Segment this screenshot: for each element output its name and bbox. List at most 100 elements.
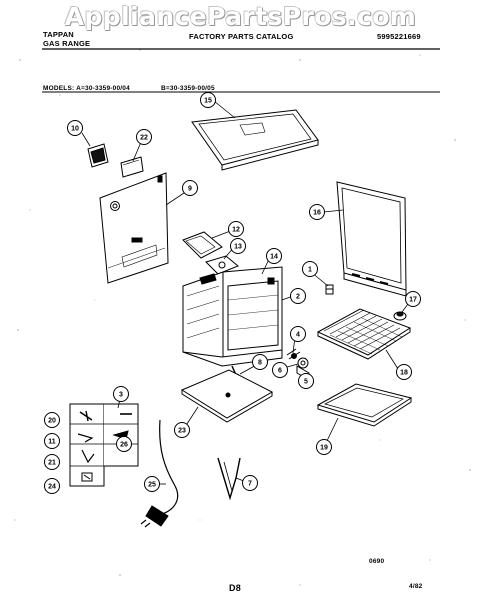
callout-label: 13: [234, 244, 242, 251]
callout-circle: [228, 221, 244, 237]
callout-label: 9: [188, 186, 192, 193]
callout-21: 21: [44, 454, 60, 470]
callout-23: 23: [174, 422, 190, 438]
callout-circle: [116, 436, 132, 452]
callout-label: 6: [278, 368, 282, 375]
callout-label: 26: [120, 442, 128, 449]
callout-18: 18: [396, 364, 412, 380]
models-b: B=30-3359-00/05: [161, 85, 215, 92]
callout-6: 6: [272, 362, 288, 378]
bottom-panel: [180, 369, 274, 423]
callout-label: 16: [313, 210, 321, 217]
callout-label: 5: [304, 379, 308, 386]
callout-19: 19: [316, 439, 332, 455]
page-label: D8: [229, 583, 241, 593]
callout-label: 12: [232, 227, 240, 234]
bracket-clip: [87, 143, 109, 168]
orifice-fitting: [325, 284, 334, 295]
callout-22: 22: [136, 129, 152, 145]
callout-circle: [44, 433, 60, 449]
callout-circle: [136, 129, 152, 145]
callout-circle: [174, 422, 190, 438]
callout-11: 11: [44, 433, 60, 449]
callout-15: 15: [200, 92, 216, 108]
callout-14: 14: [266, 248, 282, 264]
callout-circle: [144, 476, 160, 492]
callout-label: 10: [71, 126, 79, 133]
callout-7: 7: [242, 475, 258, 491]
callout-label: 15: [204, 98, 212, 105]
brand-line-2: GAS RANGE: [43, 39, 91, 48]
callout-2: 2: [290, 288, 306, 304]
callout-circle: [44, 412, 60, 428]
callout-12: 12: [228, 221, 244, 237]
callout-label: 7: [248, 481, 252, 488]
callout-label: 8: [258, 360, 262, 367]
callout-circle: [44, 454, 60, 470]
callout-circle: [242, 475, 258, 491]
callout-label: 4: [296, 332, 300, 339]
callout-circle: [302, 261, 318, 277]
callout-label: 20: [48, 418, 56, 425]
burner-grate: [182, 231, 223, 259]
callout-circle: [230, 238, 246, 254]
catalog-number: 5995221669: [377, 32, 421, 41]
callout-label: 2: [296, 294, 300, 301]
callout-1: 1: [302, 261, 318, 277]
callout-label: 23: [178, 428, 186, 435]
callout-10: 10: [67, 120, 83, 136]
callout-label: 17: [409, 297, 417, 304]
callout-16: 16: [309, 204, 325, 220]
callout-label: 19: [320, 445, 328, 452]
back-panel: [99, 172, 169, 284]
spring-clip: [217, 457, 241, 501]
callout-circle: [298, 373, 314, 389]
knob-17: [393, 311, 407, 321]
callout-circle: [290, 326, 306, 342]
callout-24: 24: [44, 478, 60, 494]
callout-13: 13: [230, 238, 246, 254]
callout-4: 4: [290, 326, 306, 342]
callout-label: 22: [140, 135, 148, 142]
callout-label: 21: [48, 460, 56, 467]
callout-label: 11: [48, 439, 56, 446]
models-label: MODELS: A=30-3359-00/04: [43, 85, 130, 92]
callout-circle: [290, 288, 306, 304]
callout-label: 24: [48, 484, 56, 491]
broiler-pan: [316, 383, 413, 427]
watermark: AppliancePartsPros.com: [64, 2, 417, 31]
callout-20: 20: [44, 412, 60, 428]
oven-rack: [316, 308, 412, 360]
callout-label: 1: [308, 267, 312, 274]
callout-label: 18: [400, 370, 408, 377]
callout-circle: [266, 248, 282, 264]
brand-line-1: TAPPAN: [43, 30, 74, 39]
callout-circle: [272, 362, 288, 378]
callout-label: 3: [119, 392, 123, 399]
callout-circle: [405, 291, 421, 307]
callout-26: 26: [116, 436, 132, 452]
callout-8: 8: [252, 354, 268, 370]
callout-circle: [309, 204, 325, 220]
oven-door: [336, 181, 407, 297]
callout-circle: [44, 478, 60, 494]
callout-17: 17: [405, 291, 421, 307]
callout-9: 9: [182, 180, 198, 196]
callout-circle: [316, 439, 332, 455]
callout-circle: [252, 354, 268, 370]
callout-circle: [182, 180, 198, 196]
oven-body: [182, 266, 283, 367]
callout-25: 25: [144, 476, 160, 492]
callout-circle: [67, 120, 83, 136]
power-cord: [140, 419, 179, 528]
callout-label: 14: [270, 254, 278, 261]
drawing-code: 0690: [369, 558, 385, 565]
callout-circle: [396, 364, 412, 380]
small-block: [120, 156, 144, 178]
callout-label: 25: [148, 482, 156, 489]
callout-3: 3: [113, 386, 129, 402]
callout-circle: [200, 92, 216, 108]
callout-circle: [113, 386, 129, 402]
footer-date: 4/82: [409, 583, 423, 590]
